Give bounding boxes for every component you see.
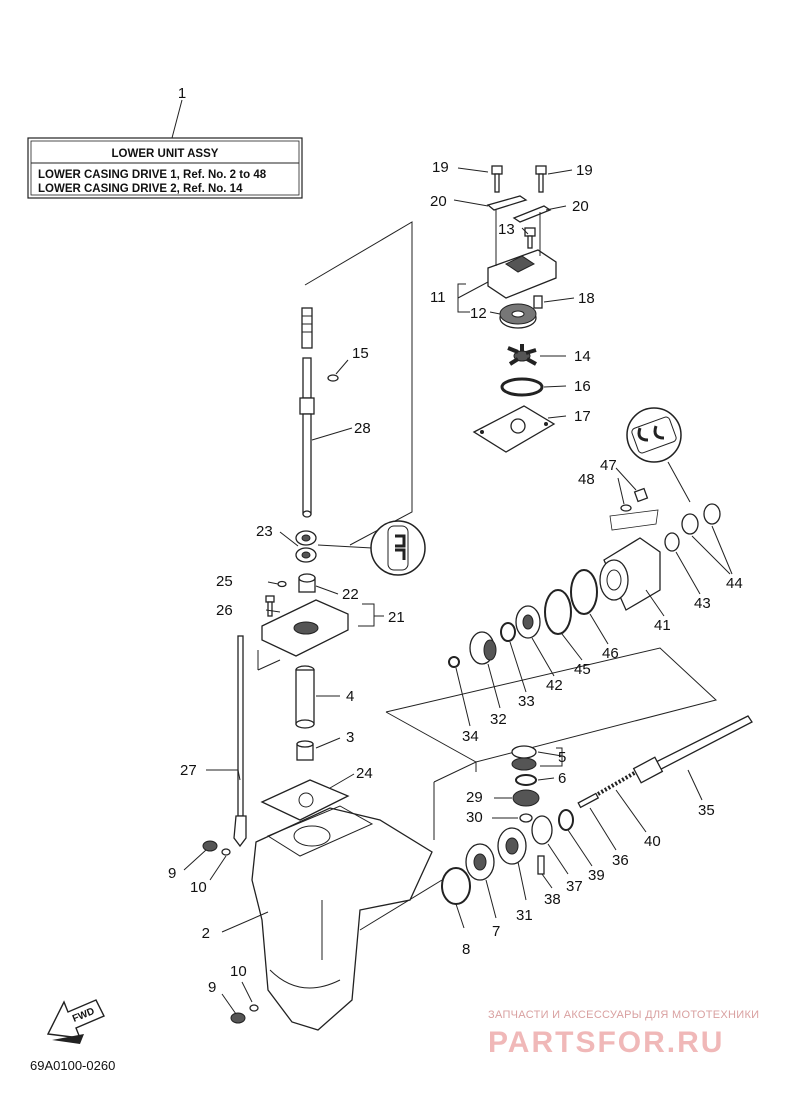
callout-43: 43 bbox=[694, 595, 711, 612]
propeller-shaft-group bbox=[441, 487, 753, 905]
callout-37: 37 bbox=[566, 878, 583, 895]
callout-9a: 9 bbox=[168, 865, 176, 882]
callout-5: 5 bbox=[558, 749, 566, 766]
callout-38: 38 bbox=[544, 891, 561, 908]
callout-13: 13 bbox=[498, 221, 515, 238]
lower-casing bbox=[251, 805, 433, 1031]
callout-25: 25 bbox=[216, 573, 233, 590]
callout-19b: 19 bbox=[576, 162, 593, 179]
watermark: ЗАПЧАСТИ И АКСЕССУАРЫ ДЛЯ МОТОТЕХНИКИ PA… bbox=[488, 1009, 759, 1059]
callout-21: 21 bbox=[388, 609, 405, 626]
callout-30: 30 bbox=[466, 809, 483, 826]
shift-rod-27 bbox=[233, 635, 247, 848]
sleeve-4 bbox=[295, 665, 315, 761]
callout-33: 33 bbox=[518, 693, 535, 710]
grease-icon bbox=[370, 520, 426, 576]
callout-4: 4 bbox=[346, 688, 354, 705]
title-heading: LOWER UNIT ASSY bbox=[112, 148, 219, 160]
callout-31: 31 bbox=[516, 907, 533, 924]
diagram-code: 69A0100-0260 bbox=[30, 1058, 115, 1073]
callout-8: 8 bbox=[462, 941, 470, 958]
callout-41: 41 bbox=[654, 617, 671, 634]
callout-1: 1 bbox=[178, 85, 186, 102]
callout-45: 45 bbox=[574, 661, 591, 678]
callout-18: 18 bbox=[578, 290, 595, 307]
callout-36: 36 bbox=[612, 852, 629, 869]
callout-12: 12 bbox=[470, 305, 487, 322]
callout-22: 22 bbox=[342, 586, 359, 603]
callout-10a: 10 bbox=[190, 879, 207, 896]
callout-14: 14 bbox=[574, 348, 591, 365]
callout-44: 44 bbox=[726, 575, 743, 592]
callout-3: 3 bbox=[346, 729, 354, 746]
callout-15: 15 bbox=[352, 345, 369, 362]
callout-46: 46 bbox=[602, 645, 619, 662]
callout-47: 47 bbox=[600, 457, 617, 474]
callout-labels: 1 2 3 4 5 6 7 8 9 9 10 10 11 12 13 14 15… bbox=[168, 85, 743, 996]
callout-20b: 20 bbox=[572, 198, 589, 215]
callout-32: 32 bbox=[490, 711, 507, 728]
callout-16: 16 bbox=[574, 378, 591, 395]
callout-7: 7 bbox=[492, 923, 500, 940]
title-line-2: LOWER CASING DRIVE 2, Ref. No. 14 bbox=[38, 183, 243, 195]
fwd-arrow-icon: FWD bbox=[46, 999, 105, 1044]
callout-17: 17 bbox=[574, 408, 591, 425]
water-pump-group bbox=[472, 165, 557, 453]
callout-42: 42 bbox=[546, 677, 563, 694]
callout-35: 35 bbox=[698, 802, 715, 819]
callout-26: 26 bbox=[216, 602, 233, 619]
callout-19a: 19 bbox=[432, 159, 449, 176]
callout-27: 27 bbox=[180, 762, 197, 779]
title-line-1: LOWER CASING DRIVE 1, Ref. No. 2 to 48 bbox=[38, 169, 267, 181]
leader-lines bbox=[183, 167, 703, 1015]
watermark-tagline: ЗАПЧАСТИ И АКСЕССУАРЫ ДЛЯ МОТОТЕХНИКИ bbox=[488, 1009, 759, 1021]
callout-10b: 10 bbox=[230, 963, 247, 980]
callout-20a: 20 bbox=[430, 193, 447, 210]
drive-shaft bbox=[299, 307, 339, 518]
callout-48: 48 bbox=[578, 471, 595, 488]
callout-29: 29 bbox=[466, 789, 483, 806]
bolts-9-10 bbox=[202, 840, 259, 1024]
callout-9b: 9 bbox=[208, 979, 216, 996]
title-box: LOWER UNIT ASSY LOWER CASING DRIVE 1, Re… bbox=[27, 99, 303, 199]
bearing-23 bbox=[295, 530, 373, 563]
callout-2: 2 bbox=[202, 925, 210, 942]
callout-28: 28 bbox=[354, 420, 371, 437]
sealant-icon bbox=[626, 407, 691, 503]
watermark-brand: PARTSFOR.RU bbox=[488, 1026, 724, 1059]
callout-40: 40 bbox=[644, 833, 661, 850]
callout-39: 39 bbox=[588, 867, 605, 884]
callout-24: 24 bbox=[356, 765, 373, 782]
callout-34: 34 bbox=[462, 728, 479, 745]
callout-11: 11 bbox=[430, 289, 446, 306]
callout-23: 23 bbox=[256, 523, 273, 540]
seal-housing-group bbox=[257, 573, 349, 671]
callout-6: 6 bbox=[558, 770, 566, 787]
